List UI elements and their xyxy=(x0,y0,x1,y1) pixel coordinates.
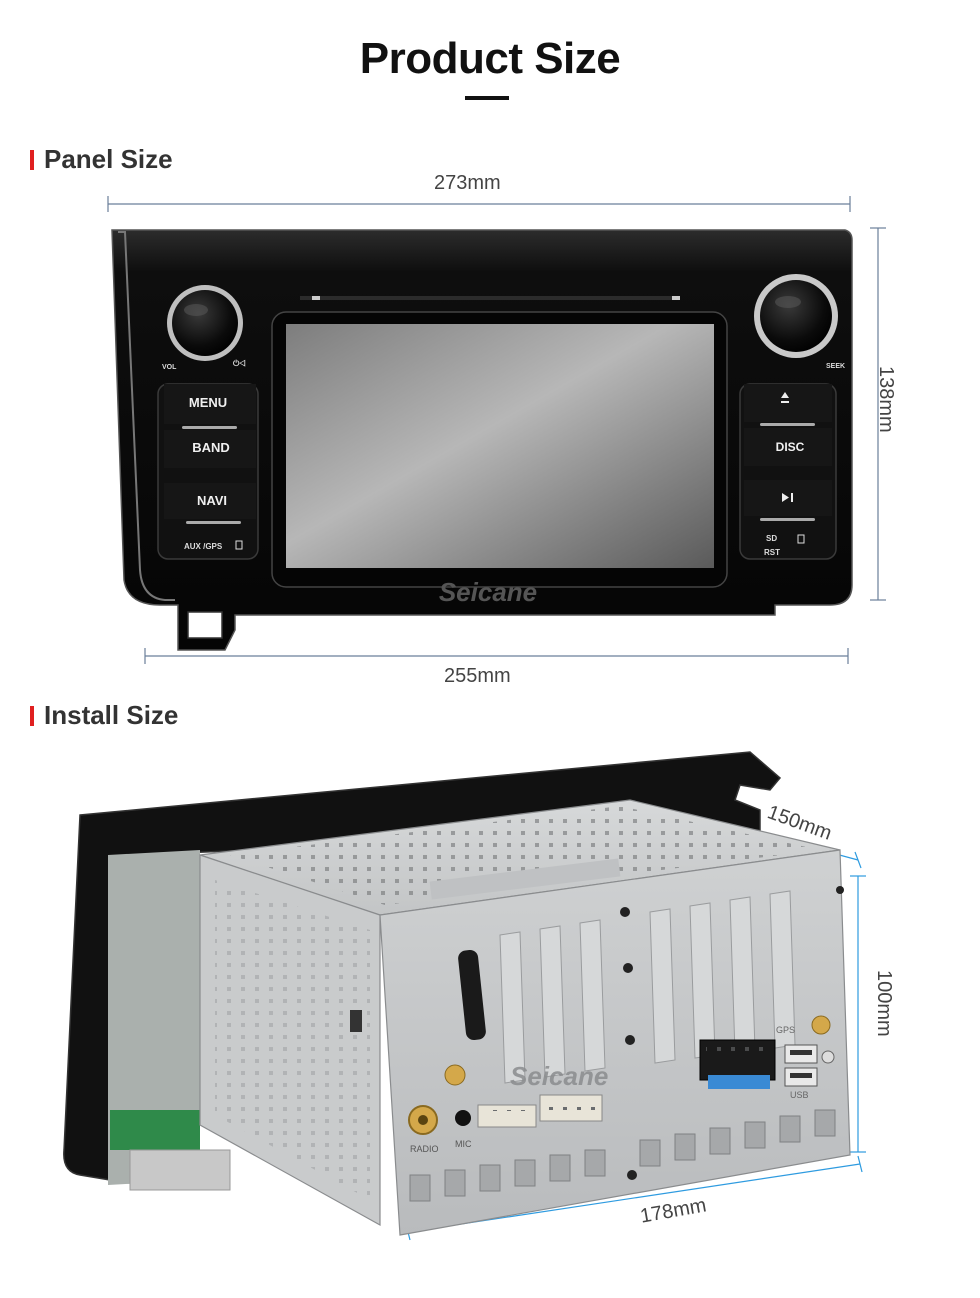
seek-label: SEEK xyxy=(826,363,845,370)
disc-button-label: DISC xyxy=(776,440,805,454)
install-watermark: Seicane xyxy=(510,1061,608,1091)
panel-width-top-dimension xyxy=(107,196,851,212)
power-mute-icon: ⏻◁ xyxy=(233,359,246,368)
mic-port-label: MIC xyxy=(455,1139,472,1149)
play-pause-icon xyxy=(782,493,793,502)
section-marker xyxy=(30,705,34,726)
aux-gps-label: AUX /GPS xyxy=(184,542,223,551)
title-underline xyxy=(465,96,509,100)
circuit-board-edge xyxy=(110,1110,200,1150)
disc-button[interactable] xyxy=(744,428,832,466)
install-size-heading-label: Install Size xyxy=(44,700,179,730)
mic-port xyxy=(455,1110,471,1126)
gps-port-label: GPS xyxy=(776,1025,795,1035)
radio-port-label: RADIO xyxy=(410,1144,439,1154)
navi-button-label: NAVI xyxy=(197,493,227,508)
band-button[interactable] xyxy=(164,430,256,468)
card-slot-icon xyxy=(797,534,805,544)
sd-card-icon xyxy=(235,540,243,550)
seek-knob[interactable] xyxy=(760,280,832,352)
panel-width-bottom-dimension xyxy=(144,648,849,664)
usb-port-label: USB xyxy=(790,1090,809,1100)
mount-tab xyxy=(187,611,223,639)
panel-illustration: Seicane VOL ⏻◁ SEEK MENU BAND NAVI AUX /… xyxy=(107,196,886,664)
panel-width-top-label: 273mm xyxy=(434,172,501,194)
install-height-label: 100mm xyxy=(873,970,895,1037)
blue-fuse-clip xyxy=(708,1075,770,1089)
panel-watermark: Seicane xyxy=(439,577,537,607)
panel-height-dimension xyxy=(870,227,886,601)
side-shield xyxy=(108,850,200,1185)
panel-size-heading: Panel Size xyxy=(30,144,173,175)
navi-button[interactable] xyxy=(164,483,256,519)
antenna-connector xyxy=(444,1064,466,1086)
eject-icon xyxy=(781,392,789,403)
panel-width-bottom-label: 255mm xyxy=(444,665,511,687)
wifi-antenna xyxy=(458,949,486,1041)
band-button-label: BAND xyxy=(192,440,230,455)
install-height-dimension xyxy=(850,875,866,1153)
vol-label: VOL xyxy=(162,364,177,371)
menu-button[interactable] xyxy=(164,384,256,424)
section-marker xyxy=(30,149,34,170)
gps-port xyxy=(811,1015,831,1035)
rst-label: RST xyxy=(764,548,780,557)
sd-label: SD xyxy=(766,534,777,543)
panel-height-label: 138mm xyxy=(875,366,897,433)
panel-size-heading-label: Panel Size xyxy=(44,144,173,174)
page-title: Product Size xyxy=(359,34,621,83)
install-size-heading: Install Size xyxy=(30,700,178,731)
screen xyxy=(286,324,714,568)
menu-button-label: MENU xyxy=(189,395,227,410)
